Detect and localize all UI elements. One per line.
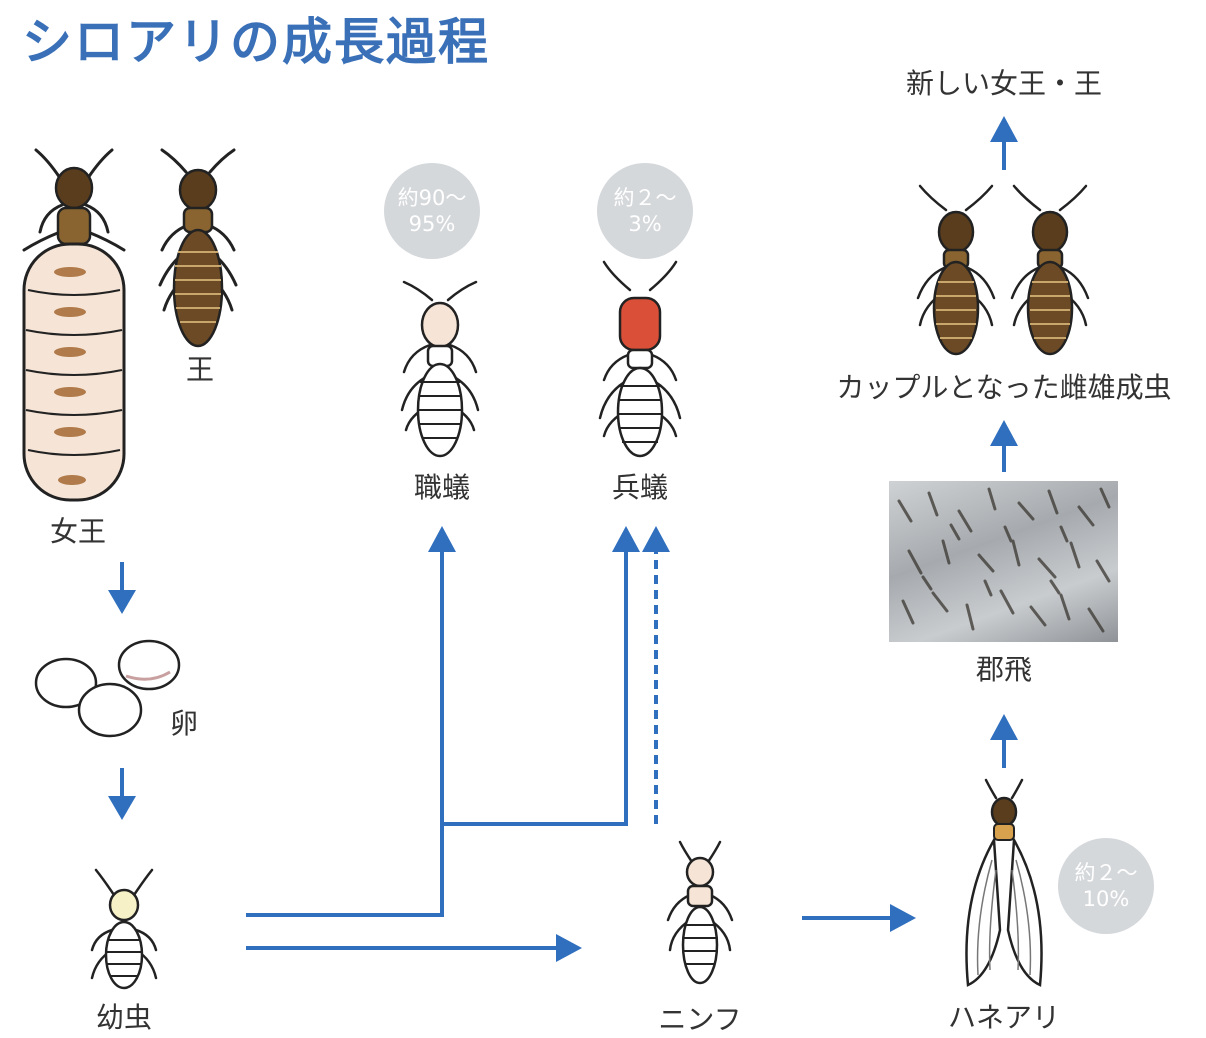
badge-line-1: 約２～	[613, 186, 677, 210]
arrow-egg-to-larva	[108, 768, 136, 820]
flow-arrows	[108, 116, 1018, 962]
badge-line-2: 95%	[408, 212, 456, 236]
label-soldier: 兵蟻	[611, 471, 669, 504]
arrow-queen-to-egg	[108, 562, 136, 614]
king-termite-illustration	[158, 148, 238, 348]
label-new-royals: 新しい女王・王	[905, 67, 1103, 100]
arrow-couple-to-new-royals	[990, 116, 1018, 170]
badge-line-1: 約90～	[397, 186, 467, 210]
label-nymph: ニンフ	[658, 1003, 742, 1036]
swarming-texture	[897, 487, 1111, 633]
label-queen: 女王	[49, 515, 107, 548]
larva-illustration	[90, 868, 158, 990]
couple-illustration	[916, 184, 1090, 356]
badge-line-1: 約２～	[1074, 861, 1138, 885]
soldier-termite-illustration	[598, 260, 682, 458]
label-couple: カップルとなった雌雄成虫	[836, 371, 1172, 404]
arrow-nymph-to-soldier-dashed	[642, 526, 670, 824]
alate-percentage-badge: 約２～ 10%	[1058, 838, 1154, 934]
badge-line-2: 3%	[628, 212, 662, 236]
label-king: 王	[185, 353, 215, 386]
diagram-title: シロアリの成長過程	[22, 13, 490, 71]
label-alate: ハネアリ	[947, 1001, 1061, 1034]
arrow-nymph-to-alate	[802, 904, 916, 932]
label-worker: 職蟻	[413, 471, 471, 504]
arrow-larva-to-nymph	[246, 934, 582, 962]
arrow-swarming-to-couple	[990, 420, 1018, 472]
arrow-alate-to-swarming	[990, 714, 1018, 768]
nymph-illustration	[666, 840, 734, 985]
eggs-illustration	[34, 639, 181, 738]
badge-line-2: 10%	[1082, 887, 1130, 911]
label-egg: 卵	[169, 707, 199, 740]
worker-percentage-badge: 約90～ 95%	[384, 163, 480, 259]
label-swarming: 郡飛	[975, 653, 1033, 686]
soldier-percentage-badge: 約２～ 3%	[597, 163, 693, 259]
queen-termite-illustration	[22, 148, 126, 502]
arrow-larva-to-worker-soldier	[246, 526, 640, 917]
alate-illustration	[965, 778, 1043, 987]
label-larva: 幼虫	[95, 1001, 153, 1034]
swarming-photo	[889, 481, 1118, 642]
worker-termite-illustration	[400, 280, 480, 458]
